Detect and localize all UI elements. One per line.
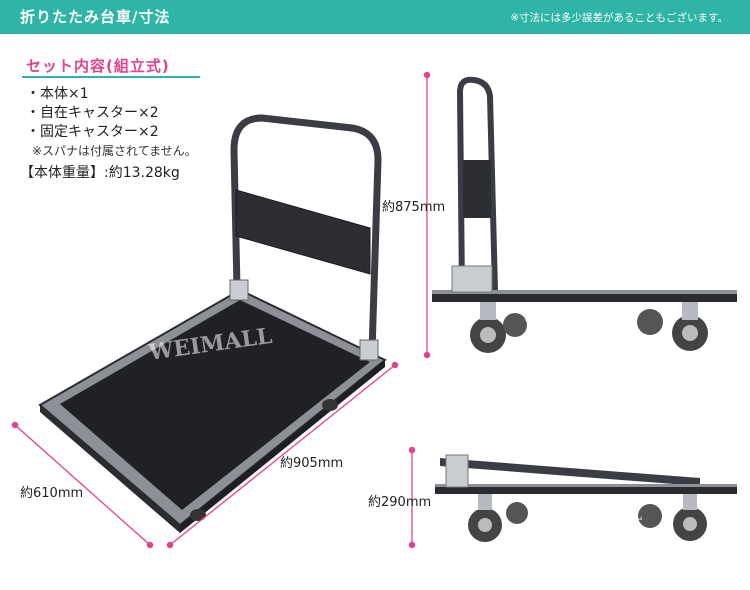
height-dimension-label: 約875mm bbox=[382, 200, 446, 215]
disclaimer-note: ※寸法には多少誤差があることもございます。 bbox=[510, 12, 728, 24]
spanner-note: ※スパナは付属されてません。 bbox=[32, 144, 197, 158]
folded-height-dimension-label: 約290mm bbox=[368, 495, 432, 510]
set-contents-list: ・本体×1 ・自在キャスター×2 ・固定キャスター×2 bbox=[26, 85, 159, 142]
page-title: 折りたたみ台車/寸法 bbox=[20, 8, 171, 26]
length-dimension-label: 約905mm bbox=[280, 456, 344, 471]
header-bar: 折りたたみ台車/寸法 ※寸法には多少誤差があることもございます。 bbox=[0, 0, 750, 34]
width-dimension-label: 約610mm bbox=[20, 486, 84, 501]
cart-folded-image: WEIMALL bbox=[435, 454, 737, 542]
list-item: ・本体×1 bbox=[26, 86, 89, 102]
watermark-text: WEIMALL bbox=[524, 316, 632, 338]
weight-label: 【本体重量】:約13.28kg bbox=[20, 165, 180, 181]
watermark-text: WEIMALL bbox=[534, 503, 642, 525]
set-contents-underline bbox=[22, 76, 200, 78]
list-item: ・自在キャスター×2 bbox=[26, 105, 159, 121]
dimension-lines-main bbox=[11, 361, 399, 549]
set-contents-title: セット内容(組立式) bbox=[26, 57, 170, 75]
cart-side-image: WEIMALL bbox=[432, 76, 737, 353]
list-item: ・固定キャスター×2 bbox=[26, 124, 159, 140]
